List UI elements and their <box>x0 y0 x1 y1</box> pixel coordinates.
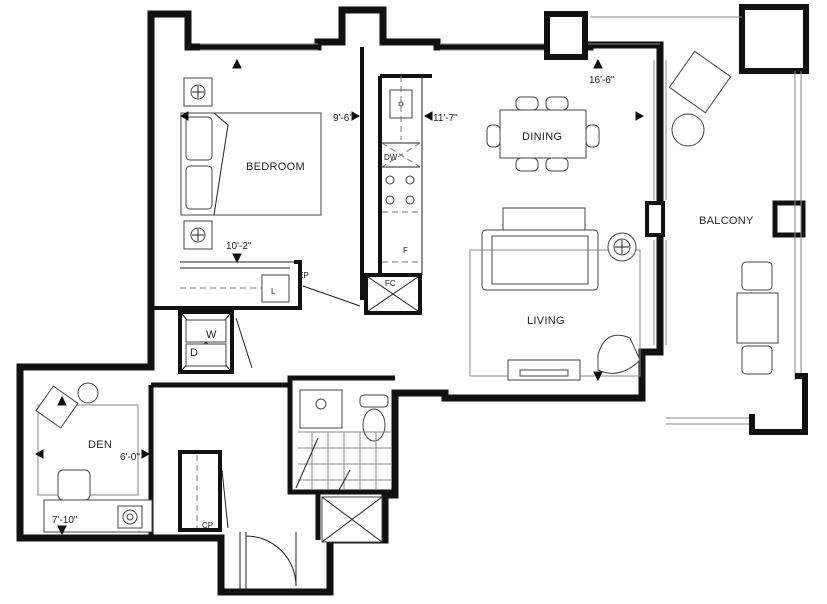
dimension-arrows <box>34 58 645 536</box>
dim-bedroom-width: 9'-6" <box>333 113 353 124</box>
label-linen: L <box>271 287 276 296</box>
label-fan-coil: FC <box>385 279 396 288</box>
interior-walls <box>148 47 432 540</box>
dining-furniture <box>486 96 600 172</box>
entry-door <box>239 532 297 590</box>
bathroom <box>295 389 392 543</box>
room-label-bedroom: BEDROOM <box>246 161 305 173</box>
label-dryer: D <box>190 347 198 359</box>
room-label-dining: DINING <box>522 131 562 143</box>
column-balcony-top <box>739 4 809 74</box>
label-dishwasher: DW <box>384 153 398 162</box>
living-furniture <box>469 207 641 381</box>
dim-den-depth: 7'-10" <box>52 515 78 526</box>
label-washer: W <box>206 329 217 341</box>
room-label-living: LIVING <box>527 315 565 327</box>
dim-kitchen: 11'-7" <box>433 113 458 124</box>
balcony-furniture <box>668 50 779 375</box>
dim-bedroom-depth: 10'-2" <box>226 241 252 252</box>
bedroom-furniture <box>180 77 322 250</box>
label-closet-pantry: CP <box>202 521 213 530</box>
room-label-den: DEN <box>88 439 112 451</box>
column-top <box>544 11 588 60</box>
kitchen <box>381 76 423 275</box>
column-living <box>645 201 665 237</box>
balcony-railing <box>590 16 808 435</box>
label-fridge: F <box>403 246 408 255</box>
dim-living-width: 16'-6" <box>589 75 615 86</box>
column-balcony-mid <box>772 200 806 238</box>
dim-den-width: 6'-0" <box>120 452 140 463</box>
room-label-balcony: BALCONY <box>699 215 754 227</box>
label-electrical-panel: EP <box>298 271 309 280</box>
